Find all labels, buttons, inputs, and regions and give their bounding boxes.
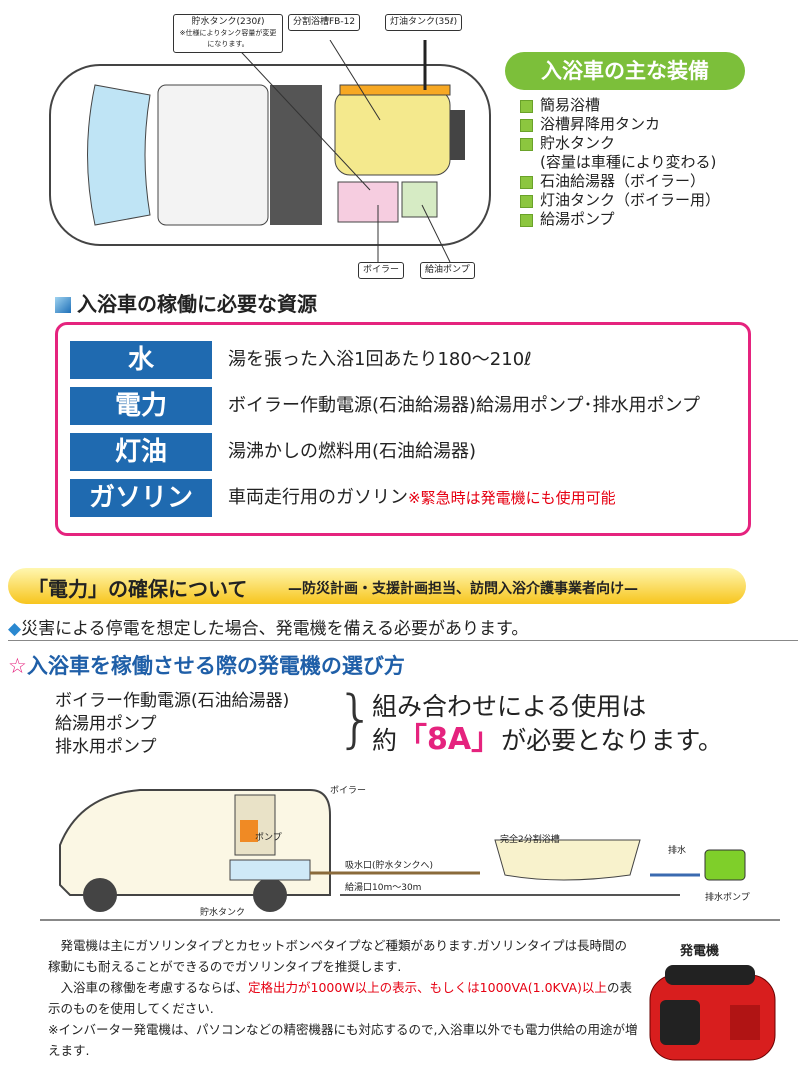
power-note: ◆災害による停電を想定した場合、発電機を備える必要があります。 — [8, 619, 529, 639]
split-tub-label: 分割浴槽FB-12 — [288, 14, 361, 31]
bullet-icon — [520, 138, 533, 151]
boiler-label: ボイラー — [330, 786, 367, 796]
star-icon: ☆ — [8, 654, 27, 678]
resource-key: 灯油 — [70, 433, 212, 471]
water-tank-label: 貯水タンク(230ℓ)※仕様によりタンク容量が変更になります。 — [173, 14, 283, 53]
paragraph: 入浴車の稼働を考慮するならば、定格出力が1000W以上の表示、もしくは1000V… — [48, 980, 632, 1016]
bullet-icon — [520, 176, 533, 189]
banner-title: 「電力」の確保について — [28, 577, 248, 601]
boiler-label: ボイラー — [358, 262, 405, 279]
drain-label: 排水 — [668, 846, 687, 856]
van-side-illustration — [40, 789, 780, 921]
divider — [8, 640, 798, 641]
resource-value: 湯沸かしの燃料用(石油給湯器) — [228, 441, 477, 462]
resource-key: 水 — [70, 341, 212, 379]
paragraph: ※インバーター発電機は、パソコンなどの精密機器にも対応するので,入浴車以外でも電… — [48, 1022, 638, 1058]
tub-label: 完全2分割浴槽 — [500, 835, 560, 845]
equipment-item: 石油給湯器（ボイラー） — [520, 172, 720, 191]
resource-value: ボイラー作動電源(石油給湯器)給湯用ポンプ･排水用ポンプ — [228, 395, 700, 416]
paragraph: 発電機は主にガソリンタイプとカセットボンベタイプなど種類があります.ガソリンタイ… — [48, 938, 627, 974]
tank-label: 貯水タンク — [200, 908, 246, 918]
equipment-item-note: (容量は車種により変わる) — [540, 153, 717, 171]
diamond-icon: ◆ — [8, 619, 22, 639]
resources-title: 入浴車の稼働に必要な資源 — [55, 288, 317, 317]
bullet-icon — [520, 100, 533, 113]
generator-heading: ☆入浴車を稼働させる際の発電機の選び方 — [8, 654, 405, 678]
resource-value: 湯を張った入浴1回あたり180～210ℓ — [228, 349, 532, 370]
kerosene-tank-label: 灯油タンク(35ℓ) — [385, 14, 463, 31]
resource-value: 車両走行用のガソリン※緊急時は発電機にも使用可能 — [228, 487, 616, 508]
generator-label: 発電機 — [680, 944, 720, 959]
pump-label: ポンプ — [255, 833, 282, 843]
banner-subtitle: —防災計画・支援計画担当、訪問入浴介護事業者向け— — [288, 581, 638, 597]
equipment-item: 簡易浴槽 — [520, 96, 720, 115]
load-items: ボイラー作動電源(石油給湯器) 給湯用ポンプ 排水用ポンプ — [55, 690, 289, 759]
equipment-item: 灯油タンク（ボイラー用） — [520, 191, 720, 210]
resource-key: ガソリン — [70, 479, 212, 517]
equipment-item: 浴槽昇降用タンカ — [520, 115, 720, 134]
hose-label: 給湯口10m～30m — [345, 883, 422, 893]
intake-label: 吸水口(貯水タンクへ) — [345, 861, 434, 871]
brace-icon: } — [336, 682, 376, 755]
bullet-icon — [520, 195, 533, 208]
equipment-item: 貯水タンク — [520, 134, 720, 153]
load-item: 排水用ポンプ — [55, 737, 157, 757]
drain-pump-label: 排水ポンプ — [705, 893, 750, 903]
equipment-item: 給湯ポンプ — [520, 210, 720, 229]
load-item: ボイラー作動電源(石油給湯器) — [55, 691, 290, 711]
power-banner: 「電力」の確保について —防災計画・支援計画担当、訪問入浴介護事業者向け— — [8, 568, 746, 604]
ampere-value: 「8A」 — [397, 722, 502, 757]
resource-note: ※緊急時は発電機にも使用可能 — [408, 489, 616, 507]
bullet-icon — [520, 214, 533, 227]
load-item: 給湯用ポンプ — [55, 714, 157, 734]
van-top-view-illustration — [49, 40, 491, 263]
generator-image — [649, 965, 776, 1061]
equipment-title: 入浴車の主な装備 — [505, 52, 745, 90]
square-bullet-icon — [55, 297, 71, 313]
ampere-result: 組み合わせによる使用は 約「8A」が必要となります。 — [372, 692, 723, 757]
resources-box: 水湯を張った入浴1回あたり180～210ℓ 電力ボイラー作動電源(石油給湯器)給… — [55, 322, 751, 536]
resource-key: 電力 — [70, 387, 212, 425]
generator-description: 発電機は主にガソリンタイプとカセットボンベタイプなど種類があります.ガソリンタイ… — [48, 935, 638, 1061]
feed-pump-label: 給油ポンプ — [420, 262, 475, 279]
equipment-list: 簡易浴槽 浴槽昇降用タンカ 貯水タンク (容量は車種により変わる) 石油給湯器（… — [520, 96, 720, 229]
bullet-icon — [520, 119, 533, 132]
